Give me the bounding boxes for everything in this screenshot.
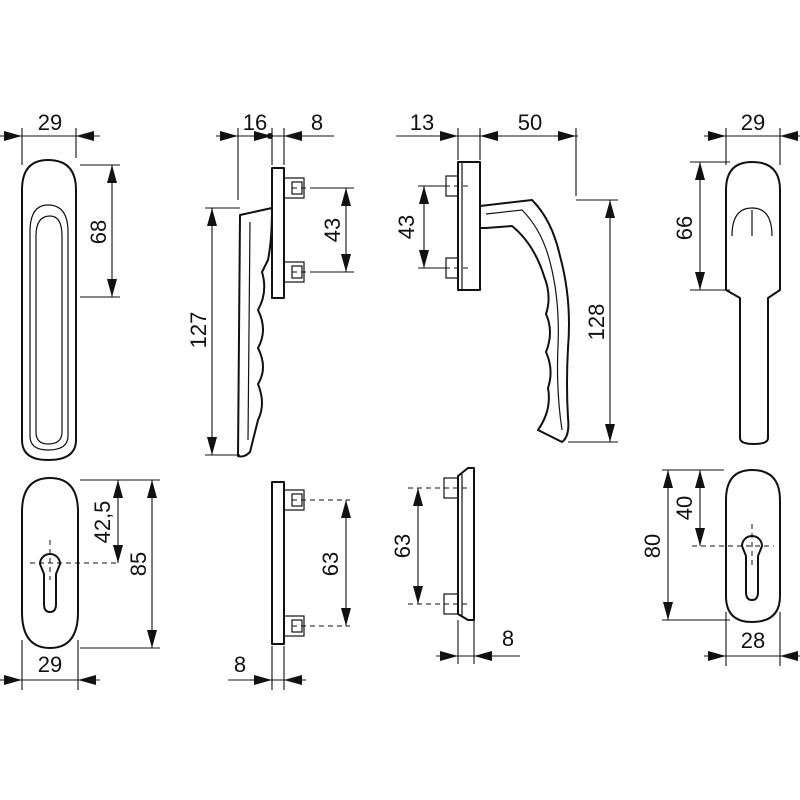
handle-front-outline xyxy=(21,159,77,461)
dim-label-height: 68 xyxy=(86,220,111,244)
arrow xyxy=(113,480,123,498)
arrow xyxy=(695,470,705,488)
lever-inner-line xyxy=(247,221,251,441)
dim-label-width: 28 xyxy=(741,628,765,653)
arrow xyxy=(695,162,705,180)
dim-label-plate: 13 xyxy=(410,110,434,135)
side-handle-left-view: 16 8 43 127 xyxy=(186,110,354,458)
arrow xyxy=(663,602,673,620)
arrow xyxy=(207,208,217,226)
arrow xyxy=(113,545,123,563)
dim-label-height: 80 xyxy=(640,534,665,558)
handle-front-grip xyxy=(35,215,63,445)
arrow xyxy=(440,131,458,141)
dim-label-spindle: 43 xyxy=(394,215,419,239)
dim-label-width: 29 xyxy=(38,110,62,135)
arrow xyxy=(440,651,458,661)
rosette-right-view: 40 80 28 xyxy=(640,469,800,666)
handle-neck xyxy=(731,207,773,237)
base-plate xyxy=(271,167,285,299)
arrow xyxy=(76,131,94,141)
arrow xyxy=(474,651,492,661)
dim-label-height: 66 xyxy=(672,216,697,240)
arrow xyxy=(780,651,798,661)
arrow xyxy=(419,186,429,204)
dim-label-spacing: 63 xyxy=(390,534,415,558)
arrow xyxy=(780,131,798,141)
plate-body xyxy=(271,481,285,645)
lever-side-profile xyxy=(237,207,273,458)
arrow xyxy=(413,586,423,604)
dim-label-spacing: 63 xyxy=(318,552,343,576)
front-handle-right-view: 29 66 xyxy=(672,110,800,445)
arrow xyxy=(254,675,272,685)
dim-label-thickness: 8 xyxy=(502,626,514,651)
dim-label-length: 128 xyxy=(584,304,609,341)
arrow xyxy=(78,675,96,685)
arrow xyxy=(708,131,726,141)
arrow xyxy=(419,250,429,268)
arrow xyxy=(605,424,615,442)
arrow xyxy=(284,131,302,141)
lever-inner-line xyxy=(485,209,563,431)
arrow xyxy=(341,500,351,518)
arrow xyxy=(254,131,272,141)
arrow xyxy=(480,131,498,141)
plate-left-view: 63 8 xyxy=(228,481,351,690)
arrow xyxy=(4,131,22,141)
dim-label-reach: 50 xyxy=(518,110,542,135)
rosette-outline xyxy=(21,477,79,649)
arrow xyxy=(147,630,157,648)
base-plate xyxy=(457,161,481,291)
side-handle-right-view: 13 50 43 128 xyxy=(394,110,618,443)
arrow xyxy=(341,254,351,272)
arrow xyxy=(695,528,705,546)
dim-label-plate: 8 xyxy=(311,110,323,135)
dim-label-thickness: 8 xyxy=(234,652,246,677)
arrow xyxy=(558,131,576,141)
plate-right-view: 63 8 xyxy=(390,467,520,664)
arrow xyxy=(107,279,117,297)
arrow xyxy=(605,200,615,218)
arrow xyxy=(207,437,217,455)
keyhole xyxy=(39,553,61,613)
rosette-left-view: 42,5 85 29 xyxy=(0,477,160,690)
dim-label-offset: 16 xyxy=(243,110,267,135)
dim-label-width: 29 xyxy=(741,110,765,135)
arrow xyxy=(284,675,302,685)
arrow xyxy=(107,165,117,183)
arrow xyxy=(4,675,22,685)
arrow xyxy=(341,608,351,626)
dim-dot xyxy=(267,133,273,139)
arrow xyxy=(708,651,726,661)
plate-body xyxy=(457,467,475,621)
dim-label-width: 29 xyxy=(38,652,62,677)
arrow xyxy=(220,131,238,141)
handle-front-outline xyxy=(725,161,781,445)
dim-label-key: 42,5 xyxy=(90,501,115,544)
lever-curved-profile xyxy=(479,199,570,443)
keyhole xyxy=(741,535,763,601)
handle-front-inner xyxy=(29,204,69,451)
arrow xyxy=(147,480,157,498)
arrow xyxy=(413,488,423,506)
front-handle-view: 29 68 xyxy=(0,110,120,461)
arrow xyxy=(663,470,673,488)
arrow xyxy=(695,272,705,290)
dim-label-key: 40 xyxy=(672,496,697,520)
dim-label-length: 127 xyxy=(186,312,211,349)
dim-label-height: 85 xyxy=(126,552,151,576)
dim-label-spindle: 43 xyxy=(320,218,345,242)
rosette-outline xyxy=(725,469,781,623)
arrow xyxy=(341,188,351,206)
